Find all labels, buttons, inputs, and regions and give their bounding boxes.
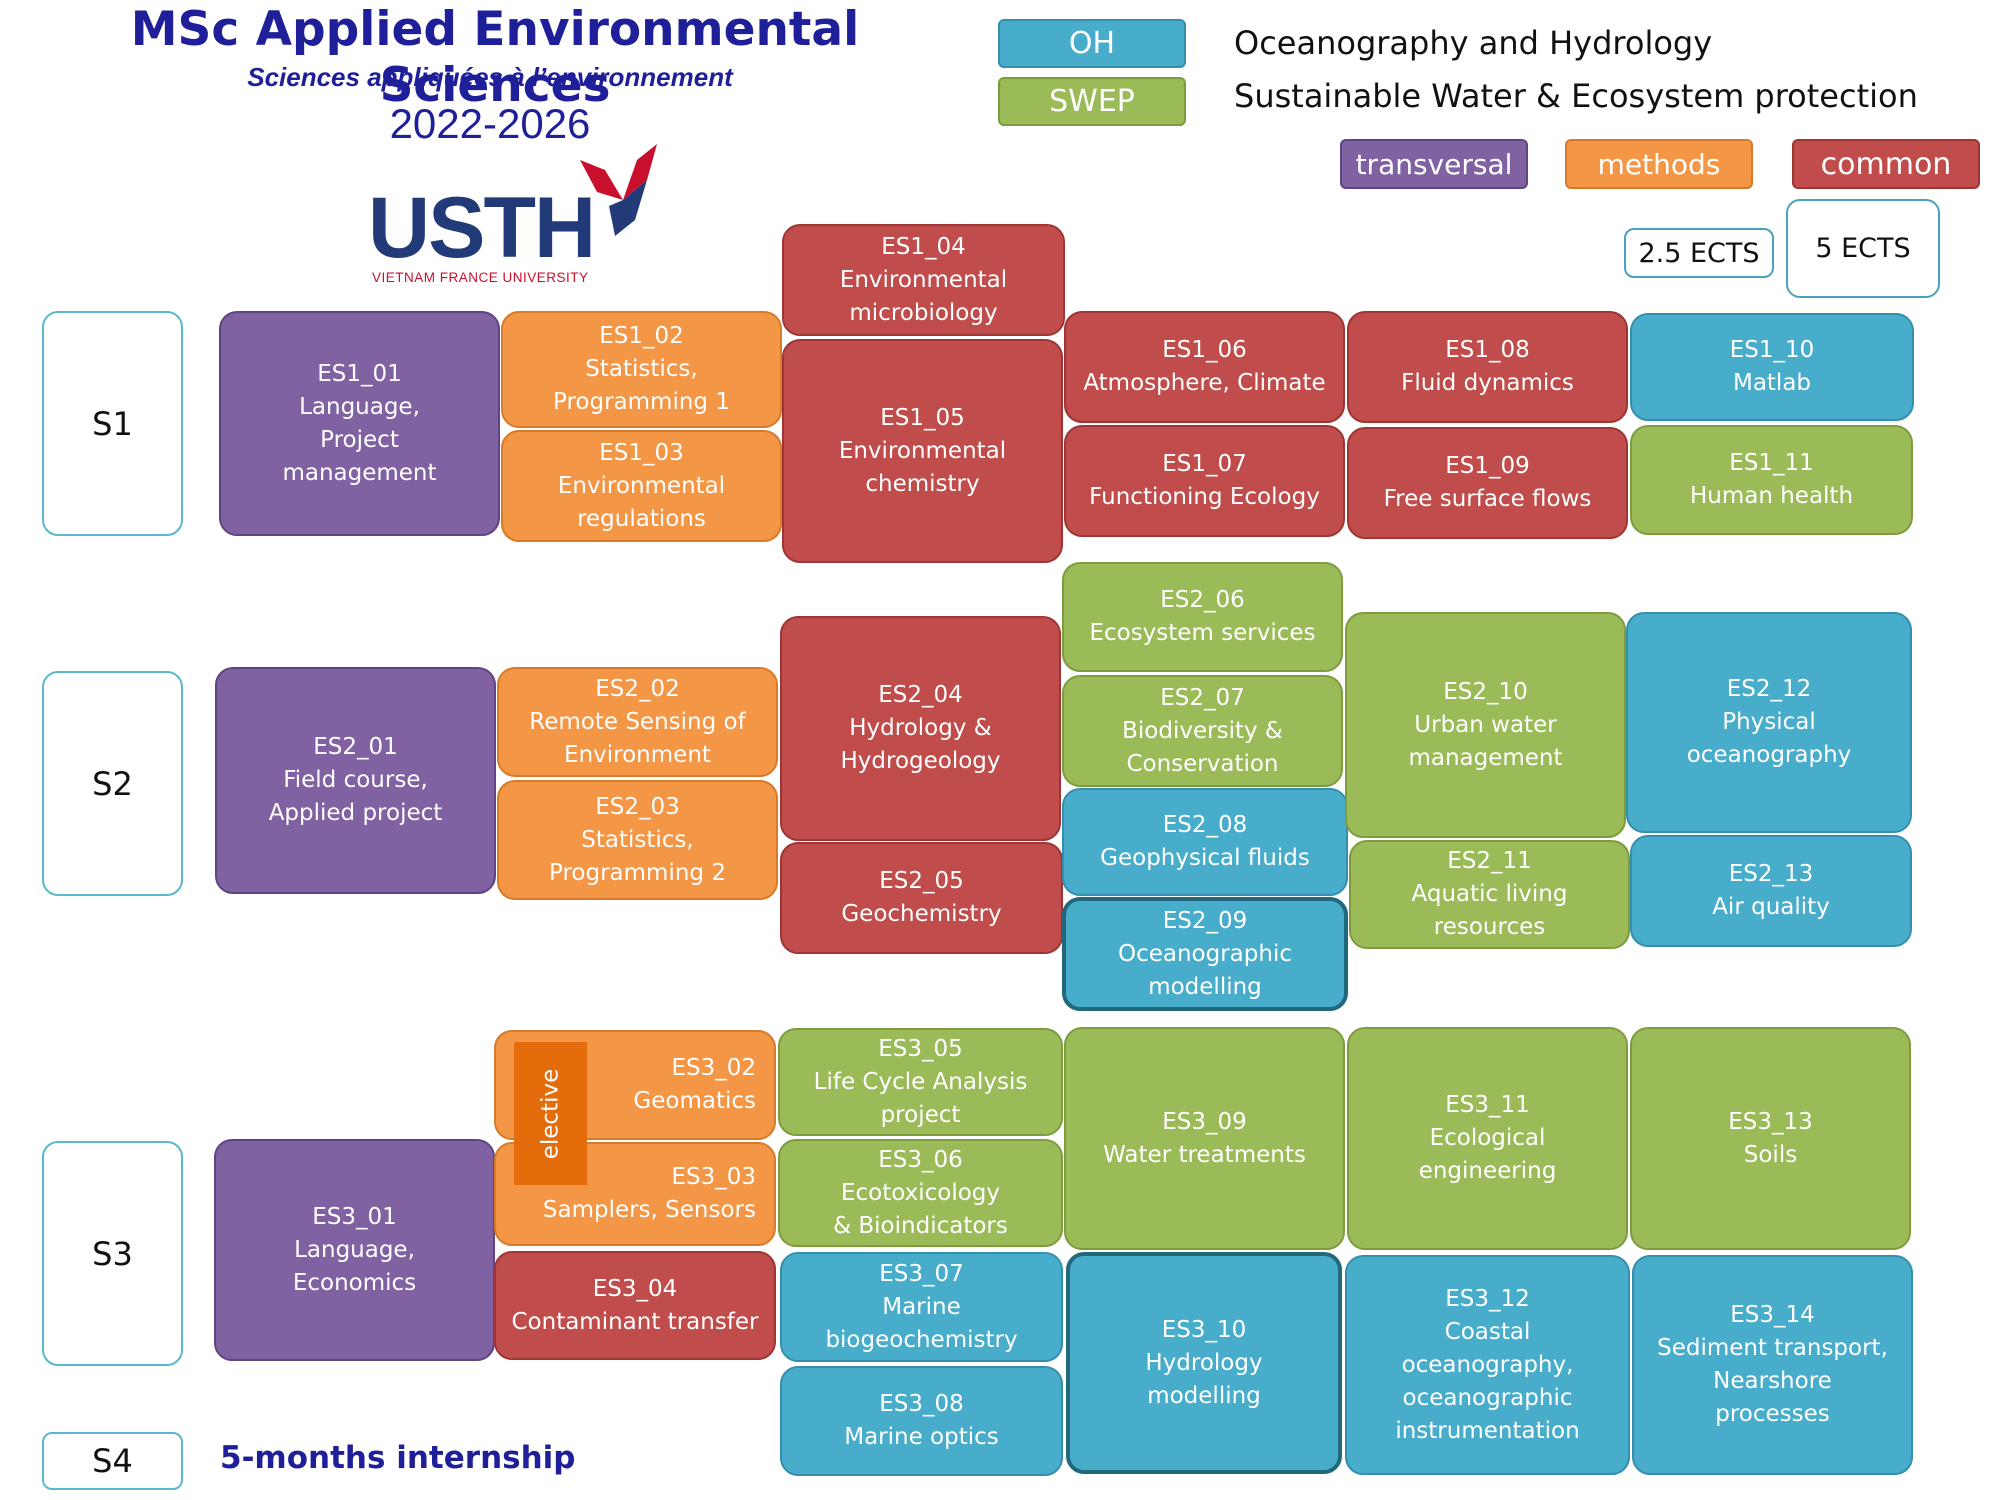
course-es3-12: ES3_12 Coastal oceanography, oceanograph… — [1345, 1255, 1630, 1475]
course-label: ES1_03 Environmental regulations — [557, 439, 726, 532]
legend-oh-text: Oceanography and Hydrology — [1234, 24, 1713, 62]
course-label: ES3_02 Geomatics — [633, 1055, 756, 1114]
course-es1-02: ES1_02 Statistics, Programming 1 — [501, 311, 782, 428]
course-label: ES1_04 Environmental microbiology — [839, 233, 1008, 326]
course-es1-09: ES1_09 Free surface flows — [1347, 427, 1628, 539]
course-es3-09: ES3_09 Water treatments — [1064, 1027, 1345, 1250]
course-label: ES3_10 Hydrology modelling — [1145, 1316, 1263, 1409]
course-label: ES1_06 Atmosphere, Climate — [1083, 337, 1326, 396]
course-es3-11: ES3_11 Ecological engineering — [1347, 1027, 1628, 1250]
course-label: ES2_07 Biodiversity & Conservation — [1122, 684, 1283, 777]
course-label: ES1_02 Statistics, Programming 1 — [553, 323, 730, 415]
course-label: ES3_08 Marine optics — [844, 1391, 999, 1450]
course-es2-11: ES2_11 Aquatic living resources — [1349, 840, 1630, 949]
course-label: ES2_02 Remote Sensing of Environment — [529, 675, 746, 768]
course-label: ES2_13 Air quality — [1712, 861, 1830, 920]
legend-transversal-chip: transversal — [1340, 139, 1528, 189]
course-label: ES1_09 Free surface flows — [1383, 453, 1592, 512]
course-es1-07: ES1_07 Functioning Ecology — [1064, 425, 1345, 537]
elective-marker: elective — [514, 1042, 587, 1185]
course-label: ES3_13 Soils — [1728, 1108, 1813, 1168]
legend-common-chip: common — [1792, 139, 1980, 189]
course-es2-13: ES2_13 Air quality — [1630, 835, 1912, 947]
usth-logo-text: USTH — [368, 180, 596, 276]
course-label: ES2_01 Field course, Applied project — [268, 734, 443, 826]
course-es2-10: ES2_10 Urban water management — [1345, 612, 1626, 838]
course-es1-11: ES1_11 Human health — [1630, 425, 1913, 535]
course-es1-05: ES1_05 Environmental chemistry — [782, 339, 1063, 563]
course-label: ES1_11 Human health — [1689, 450, 1854, 509]
course-es3-06: ES3_06 Ecotoxicology & Bioindicators — [778, 1139, 1063, 1247]
course-label: ES2_08 Geophysical fluids — [1100, 812, 1310, 871]
course-es1-08: ES1_08 Fluid dynamics — [1347, 311, 1628, 423]
course-es1-04: ES1_04 Environmental microbiology — [782, 224, 1065, 336]
course-label: ES2_11 Aquatic living resources — [1411, 848, 1568, 940]
course-es3-07: ES3_07 Marine biogeochemistry — [780, 1252, 1063, 1362]
course-label: ES3_04 Contaminant transfer — [511, 1275, 759, 1335]
legend-oh-chip: OH — [998, 19, 1186, 68]
course-label: ES1_01 Language, Project management — [282, 360, 437, 486]
course-es3-13: ES3_13 Soils — [1630, 1027, 1911, 1250]
course-es3-08: ES3_08 Marine optics — [780, 1366, 1063, 1476]
legend-ects-5: 5 ECTS — [1786, 199, 1940, 298]
course-label: ES3_01 Language, Economics — [292, 1203, 417, 1296]
course-es3-04: ES3_04 Contaminant transfer — [494, 1251, 776, 1360]
course-es2-12: ES2_12 Physical oceanography — [1626, 612, 1912, 833]
course-label: ES3_14 Sediment transport, Nearshore pro… — [1657, 1302, 1888, 1427]
course-label: ES3_11 Ecological engineering — [1418, 1092, 1557, 1184]
course-label: ES2_09 Oceanographic modelling — [1117, 907, 1292, 1000]
usth-logo-mark-icon — [580, 144, 657, 236]
course-label: ES1_07 Functioning Ecology — [1089, 451, 1320, 510]
course-label: ES2_05 Geochemistry — [841, 868, 1002, 927]
course-label: ES1_08 Fluid dynamics — [1401, 337, 1574, 396]
course-es2-05: ES2_05 Geochemistry — [780, 842, 1063, 954]
course-es2-07: ES2_07 Biodiversity & Conservation — [1062, 675, 1343, 787]
course-es1-01: ES1_01 Language, Project management — [219, 311, 500, 536]
legend-swep-chip: SWEP — [998, 77, 1186, 126]
course-es1-03: ES1_03 Environmental regulations — [501, 430, 782, 542]
course-label: ES3_03 Samplers, Sensors — [542, 1164, 756, 1223]
legend-ects-2-5: 2.5 ECTS — [1624, 228, 1774, 278]
course-es3-10: ES3_10 Hydrology modelling — [1066, 1252, 1342, 1474]
semester-s1: S1 — [42, 311, 183, 536]
course-label: ES1_10 Matlab — [1729, 337, 1815, 396]
course-label: ES2_06 Ecosystem services — [1089, 587, 1316, 646]
course-label: ES2_03 Statistics, Programming 2 — [549, 793, 726, 886]
course-label: ES3_09 Water treatments — [1103, 1108, 1306, 1168]
internship-label: 5-months internship — [220, 1440, 576, 1476]
course-label: ES3_12 Coastal oceanography, oceanograph… — [1395, 1285, 1580, 1444]
course-es2-02: ES2_02 Remote Sensing of Environment — [497, 667, 778, 777]
semester-s3: S3 — [42, 1141, 183, 1366]
course-es1-10: ES1_10 Matlab — [1630, 313, 1914, 421]
course-es3-14: ES3_14 Sediment transport, Nearshore pro… — [1632, 1255, 1913, 1475]
course-label: ES2_12 Physical oceanography — [1686, 676, 1852, 768]
course-label: ES3_06 Ecotoxicology & Bioindicators — [833, 1146, 1008, 1239]
page-subtitle: Sciences appliquées à l’environnement — [247, 62, 733, 92]
course-es2-03: ES2_03 Statistics, Programming 2 — [497, 780, 778, 900]
course-es2-09: ES2_09 Oceanographic modelling — [1062, 897, 1348, 1011]
course-es2-04: ES2_04 Hydrology & Hydrogeology — [780, 616, 1061, 841]
course-label: ES2_04 Hydrology & Hydrogeology — [840, 682, 1001, 774]
course-label: ES1_05 Environmental chemistry — [838, 404, 1007, 497]
course-es2-01: ES2_01 Field course, Applied project — [215, 667, 496, 894]
course-label: ES2_10 Urban water management — [1408, 678, 1563, 771]
course-es1-06: ES1_06 Atmosphere, Climate — [1064, 311, 1345, 423]
legend-methods-chip: methods — [1565, 139, 1753, 189]
course-es3-05: ES3_05 Life Cycle Analysis project — [778, 1028, 1063, 1136]
page-title: MSc Applied Environmental Sciences — [130, 2, 860, 113]
usth-logo-subtitle: VIETNAM FRANCE UNIVERSITY — [372, 270, 589, 285]
semester-s4: S4 — [42, 1432, 183, 1490]
semester-s2: S2 — [42, 671, 183, 896]
program-years: 2022-2026 — [389, 100, 591, 147]
course-es2-08: ES2_08 Geophysical fluids — [1062, 788, 1348, 896]
course-es3-01: ES3_01 Language, Economics — [214, 1139, 495, 1361]
course-label: ES3_07 Marine biogeochemistry — [825, 1260, 1018, 1353]
course-label: ES3_05 Life Cycle Analysis project — [813, 1035, 1028, 1128]
elective-label: elective — [537, 1068, 564, 1159]
legend-swep-text: Sustainable Water & Ecosystem protection — [1234, 77, 1918, 115]
course-es2-06: ES2_06 Ecosystem services — [1062, 562, 1343, 672]
